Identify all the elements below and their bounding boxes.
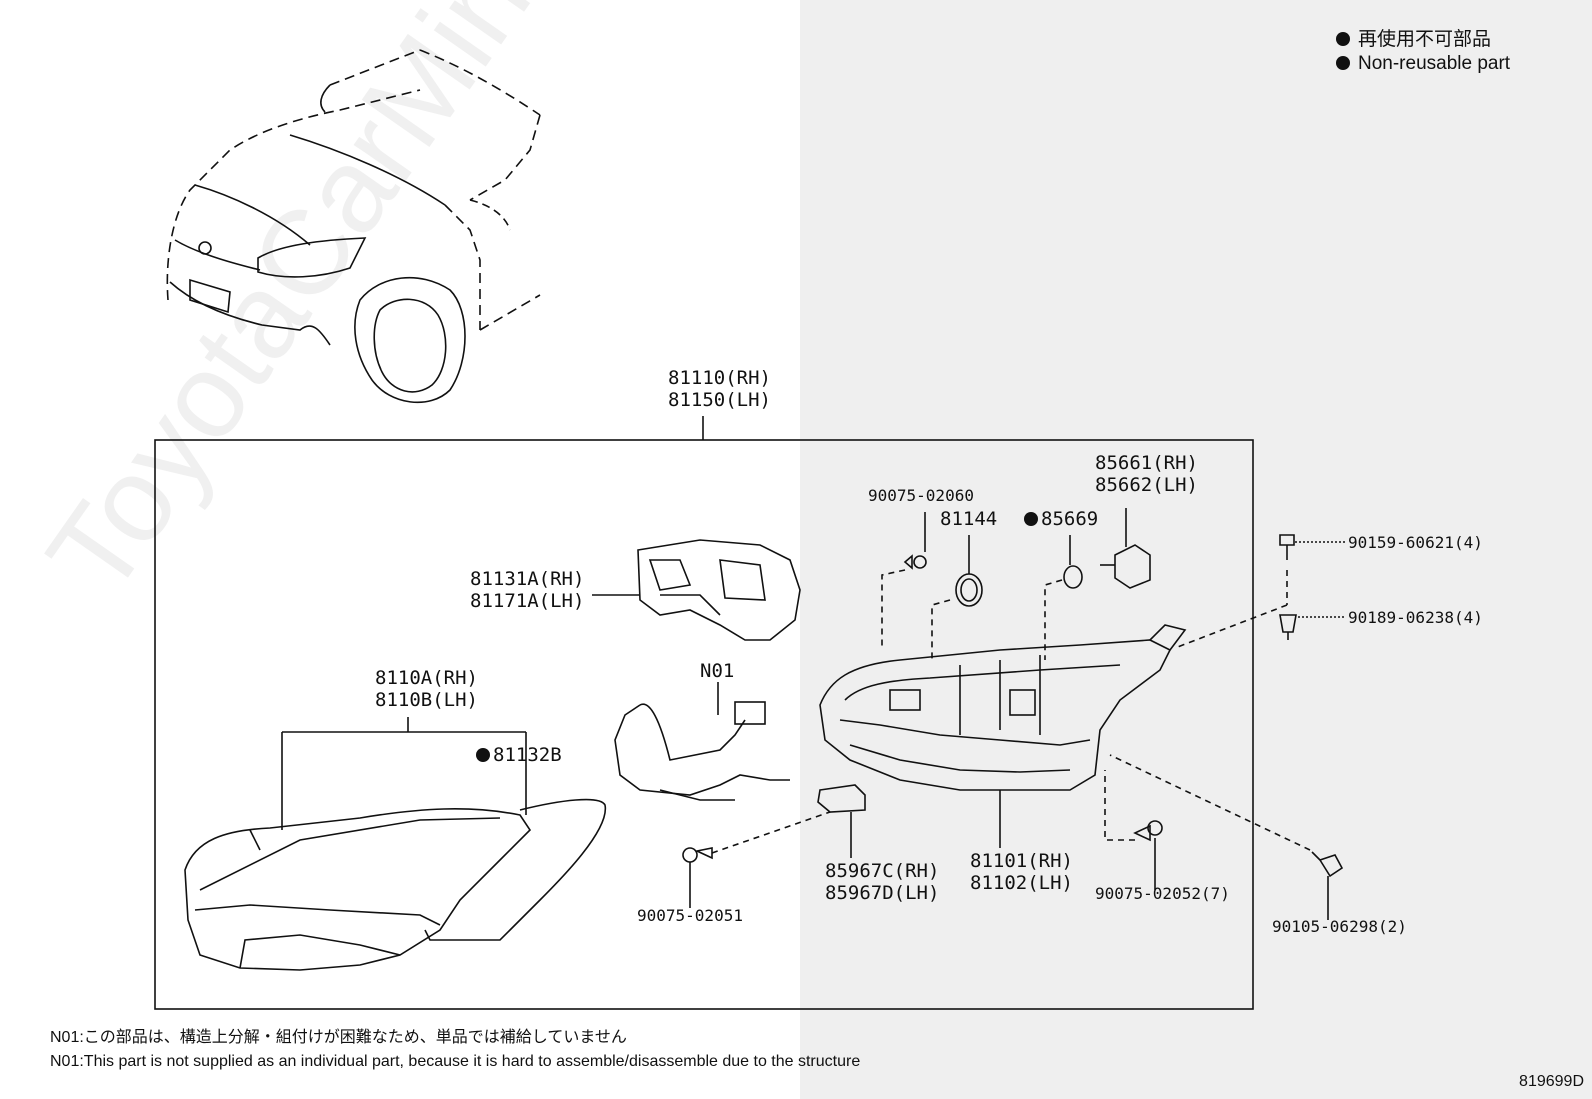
label-assembly-lh: 81150(LH) [668, 389, 771, 411]
oring-part [1063, 565, 1083, 589]
legend-text-jp: 再使用不可部品 [1358, 29, 1492, 50]
label-screw-top: 90075-02060 [868, 486, 974, 505]
label-module: 85967C(RH) 85967D(LH) [825, 860, 939, 904]
legend-text-en: Non-reusable part [1358, 53, 1511, 74]
label-gasket-text: 81132B [493, 744, 562, 766]
legend-row-en: Non-reusable part [1336, 52, 1510, 76]
lens-part [184, 808, 532, 971]
label-bolt-top: 90159-60621(4) [1348, 533, 1483, 552]
label-module-rh: 85967C(RH) [825, 860, 940, 882]
screw-mid-dash [1104, 770, 1135, 841]
oring-dash [1044, 579, 1063, 660]
gasket-part [424, 798, 606, 941]
legend: 再使用不可部品 Non-reusable part [1336, 28, 1510, 76]
label-socket: 85661(RH) 85662(LH) [1095, 452, 1198, 496]
screw-top-part [903, 554, 927, 570]
nut-clip-part [1279, 614, 1297, 640]
bolt-dash-diag [1174, 604, 1288, 649]
note-jp: N01:この部品は、構造上分解・組付けが困難なため、単品では補給していません [50, 1029, 627, 1046]
label-assembly: 81110(RH) 81150(LH) [668, 367, 771, 411]
assembly-frame [154, 439, 1254, 1010]
headlamp-body [819, 624, 1187, 791]
bullet-icon [1336, 56, 1350, 70]
label-oring: 85669 [1024, 508, 1098, 530]
label-socket-lh: 85662(LH) [1095, 474, 1198, 496]
bolt-side-part [1311, 851, 1344, 878]
bullet-icon [476, 748, 490, 762]
label-lens: 8110A(RH) 8110B(LH) [375, 667, 478, 711]
label-lens-lh: 8110B(LH) [375, 689, 478, 711]
screw-left-part [682, 847, 713, 863]
bullet-icon [1336, 32, 1350, 46]
housing-part [637, 539, 801, 641]
bolt-top-part [1279, 534, 1295, 560]
label-housing-lh: 81171A(LH) [470, 590, 585, 612]
label-housing-rh: 81131A(RH) [470, 568, 585, 590]
label-cap: 81144 [940, 508, 998, 530]
label-oring-text: 85669 [1041, 508, 1099, 530]
label-wire: N01 [700, 660, 735, 682]
wire-harness [614, 701, 790, 801]
vehicle-outline [166, 49, 541, 404]
label-body: 81101(RH) 81102(LH) [970, 850, 1073, 894]
note-en: N01:This part is not supplied as an indi… [50, 1053, 861, 1070]
label-screw-mid: 90075-02052(7) [1095, 884, 1230, 903]
lens-leader [281, 717, 527, 830]
label-lens-rh: 8110A(RH) [375, 667, 478, 689]
label-socket-rh: 85661(RH) [1095, 452, 1198, 474]
screw-left-dash [711, 811, 831, 854]
label-assembly-rh: 81110(RH) [668, 367, 771, 389]
label-bolt-side: 90105-06298(2) [1272, 917, 1407, 936]
drawing-number: 819699D [1519, 1073, 1584, 1090]
module-part [817, 784, 866, 813]
label-screw-left: 90075-02051 [637, 906, 743, 925]
cap-dash [931, 599, 951, 660]
label-gasket: 81132B [476, 744, 562, 766]
label-body-rh: 81101(RH) [970, 850, 1073, 872]
label-module-lh: 85967D(LH) [825, 882, 940, 904]
bullet-icon [1024, 512, 1038, 526]
label-nut-clip: 90189-06238(4) [1348, 608, 1483, 627]
bolt-side-dash [1109, 754, 1311, 851]
screw-top-dash [881, 569, 906, 650]
label-body-lh: 81102(LH) [970, 872, 1073, 894]
socket-part [1100, 544, 1151, 589]
grey-panel [800, 0, 1592, 1099]
cap-inner [960, 578, 978, 602]
screw-mid-part [1133, 820, 1163, 842]
legend-row-jp: 再使用不可部品 [1336, 28, 1510, 52]
label-housing: 81131A(RH) 81171A(LH) [470, 568, 584, 612]
